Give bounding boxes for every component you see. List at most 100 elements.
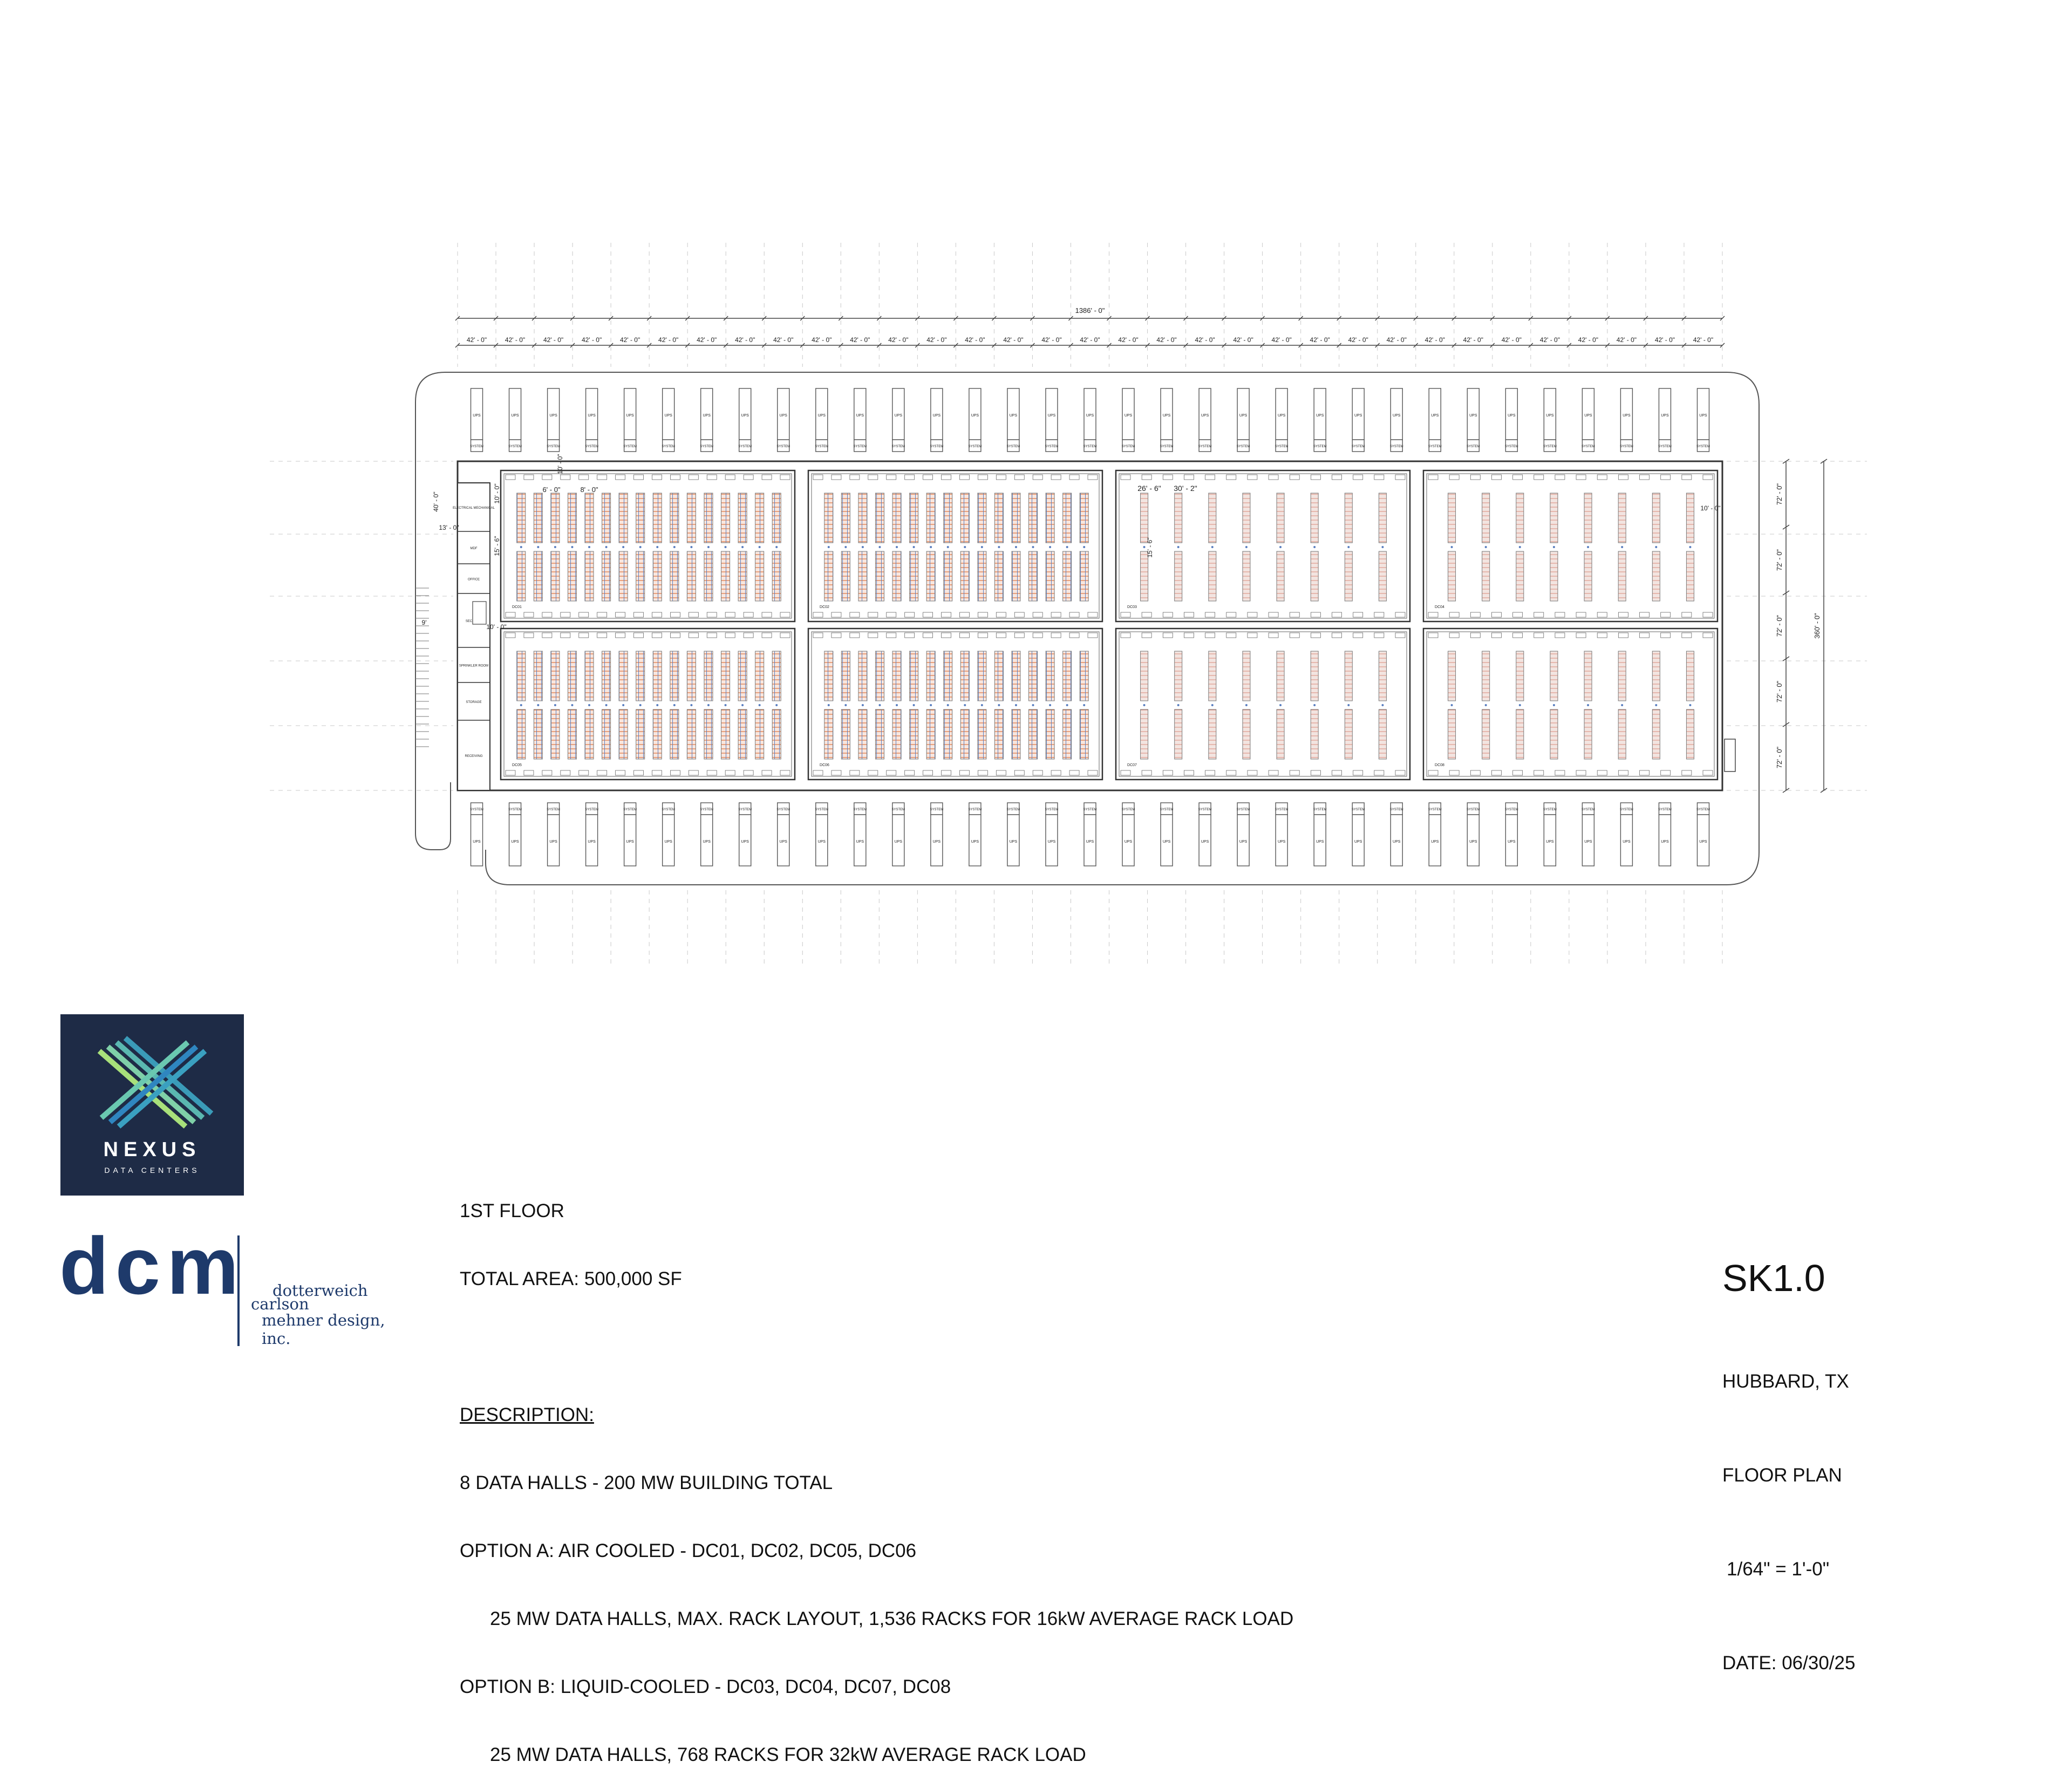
dim-tick	[838, 343, 843, 348]
crah-unit	[578, 770, 589, 776]
crah-unit	[996, 770, 1006, 776]
ups-unit	[1083, 814, 1096, 866]
crah-unit	[633, 474, 644, 480]
rack-row	[1584, 551, 1592, 602]
rack-row	[1045, 551, 1055, 602]
plan-notes: 1ST FLOOR TOTAL AREA: 500,000 SF DESCRIP…	[460, 1155, 1293, 1789]
crah-unit	[941, 474, 951, 480]
rack-row	[994, 709, 1004, 760]
crah-unit	[688, 632, 699, 638]
crah-unit	[615, 632, 625, 638]
dim-tick	[1720, 316, 1725, 321]
crah-unit	[1051, 612, 1061, 618]
hall-id-label: DC05	[512, 763, 522, 767]
crah-unit	[1120, 474, 1131, 480]
rack-row	[1618, 493, 1626, 543]
dim-tick	[1260, 343, 1265, 348]
dim-tick	[876, 316, 882, 321]
crah-unit	[1533, 632, 1544, 638]
ups-label: UPS	[664, 414, 672, 418]
dcm-logo: dcm dotterweich carlson mehner design, i…	[59, 1220, 410, 1365]
crah-unit	[1268, 474, 1279, 480]
dim-bay-label: 42' - 0"	[1233, 336, 1253, 344]
system-unit	[1007, 439, 1020, 452]
rack-row	[1174, 551, 1183, 602]
ups-label: UPS	[1546, 840, 1554, 844]
pdu-dot	[741, 704, 744, 706]
system-unit	[739, 439, 752, 452]
ups-label: UPS	[588, 840, 596, 844]
dim-bay-label: 42' - 0"	[1425, 336, 1445, 344]
rack-row	[1378, 551, 1387, 602]
hall-wall	[500, 627, 796, 781]
pdu-dot	[622, 546, 625, 548]
crah-unit	[761, 632, 772, 638]
system-label: SYSTEM	[508, 808, 522, 811]
pdu-dot	[1587, 704, 1590, 706]
pdu-dot	[946, 704, 949, 706]
dim-right-label: 72' - 0"	[1775, 483, 1783, 505]
rack-row	[1344, 493, 1353, 543]
ups-label: UPS	[1354, 840, 1362, 844]
pdu-dot	[827, 704, 830, 706]
pdu-dot	[605, 546, 608, 548]
crah-unit	[886, 632, 897, 638]
rack-row	[618, 651, 628, 701]
system-label: SYSTEM	[776, 808, 790, 811]
ups-unit	[470, 814, 483, 866]
pdu-dot	[673, 704, 676, 706]
system-label: SYSTEM	[662, 808, 675, 811]
ups-label: UPS	[1699, 840, 1707, 844]
ups-label: UPS	[1239, 414, 1248, 418]
pdu-dot	[912, 546, 915, 548]
crah-unit	[615, 612, 625, 618]
dim-tick	[915, 343, 920, 348]
rack-row	[1011, 551, 1021, 602]
dim-tick	[1298, 316, 1304, 321]
dim-tick	[1681, 343, 1687, 348]
crah-unit	[1512, 632, 1523, 638]
crah-unit	[941, 770, 951, 776]
ups-label: UPS	[933, 840, 941, 844]
crah-unit	[652, 612, 662, 618]
crah-unit	[1087, 612, 1098, 618]
ups-label: UPS	[1201, 414, 1209, 418]
crah-unit	[542, 770, 553, 776]
system-label: SYSTEM	[853, 445, 867, 448]
dim-label: 8' - 0"	[580, 486, 598, 494]
rack-row	[1652, 709, 1660, 760]
rack-row	[567, 493, 577, 543]
dim-bay-label: 42' - 0"	[1617, 336, 1637, 344]
system-unit	[1160, 439, 1173, 452]
ups-label: UPS	[473, 414, 481, 418]
crah-unit	[1353, 474, 1364, 480]
rack-row	[1140, 551, 1149, 602]
crah-unit	[1184, 632, 1194, 638]
dim-tick	[1782, 524, 1790, 530]
pdu-dot	[1552, 704, 1555, 706]
rack-row	[1344, 709, 1353, 760]
crah-unit	[1141, 612, 1152, 618]
dim-bay-label: 42' - 0"	[1195, 336, 1215, 344]
dim-tick	[1337, 316, 1342, 321]
crah-unit	[706, 612, 717, 618]
crah-unit	[597, 632, 608, 638]
crah-unit	[1491, 632, 1502, 638]
dim-bay-label: 42' - 0"	[888, 336, 908, 344]
dim-tick	[1030, 316, 1035, 321]
pdu-dot	[1245, 704, 1248, 706]
pdu-dot	[1177, 704, 1180, 706]
pdu-dot	[964, 546, 966, 548]
ups-label: UPS	[1393, 414, 1401, 418]
system-label: SYSTEM	[1237, 808, 1250, 811]
pdu-dot	[980, 546, 983, 548]
rack-row	[1482, 709, 1490, 760]
crah-unit	[523, 612, 534, 618]
pdu-dot	[1279, 546, 1282, 548]
crah-unit	[560, 632, 571, 638]
pdu-dot	[656, 704, 659, 706]
rack-row	[755, 709, 765, 760]
crah-unit	[1289, 612, 1300, 618]
dim-tick	[1643, 316, 1648, 321]
ups-unit	[815, 814, 828, 866]
